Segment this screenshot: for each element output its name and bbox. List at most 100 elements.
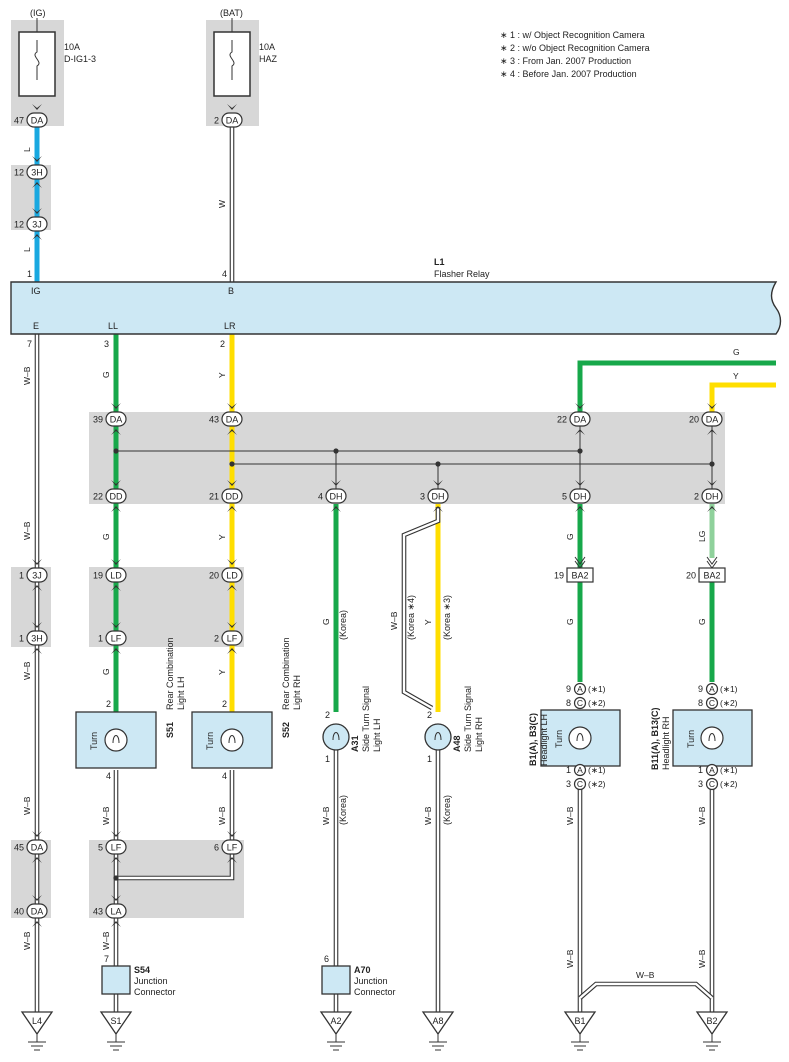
s51-pin-top: 2: [106, 699, 111, 709]
ground-b1: B1: [563, 1011, 597, 1051]
connector-5-dh: DH5: [562, 480, 591, 512]
wire-label-w: W: [217, 200, 227, 208]
wire-label-wb-a48: W–B: [423, 806, 433, 825]
relay-code: L1: [434, 257, 445, 267]
terminal-note: (∗2): [720, 698, 738, 708]
terminal-pin: 8: [566, 698, 571, 708]
wire-label-g-ll-1: G: [101, 371, 111, 378]
s52-code: S52: [281, 722, 291, 738]
a70-junction-connector: 6 A70 Junction Connector: [321, 954, 396, 997]
wire-label-wb-s51-2: W–B: [101, 931, 111, 950]
connector-1-3h: 3H1: [19, 622, 48, 654]
wire-label-g-right: G: [733, 347, 740, 357]
connector-pin: 40: [14, 907, 24, 917]
ground-label: A8: [432, 1016, 443, 1026]
relay-pin-lr: 2: [220, 339, 225, 349]
wire-label-wb-1: W–B: [22, 366, 32, 385]
relay-pin-ig: 1: [27, 269, 32, 279]
connector-pin: 19: [93, 571, 103, 581]
wire-label-wb-hl-lh-1: W–B: [565, 806, 575, 825]
connector-code: DH: [330, 492, 343, 502]
a31-pin-bot: 1: [325, 754, 330, 764]
a48-pin-top: 2: [427, 710, 432, 720]
s52-name-2: Light RH: [292, 675, 302, 710]
ground-label: L4: [32, 1016, 42, 1026]
connector-code: LD: [110, 571, 122, 581]
wire-g-right-in: [577, 360, 776, 412]
s52-pin-top: 2: [222, 699, 227, 709]
relay-name: Flasher Relay: [434, 269, 490, 279]
connector-pin: 12: [14, 220, 24, 230]
relay-pin-e: 7: [27, 339, 32, 349]
connector-19-ld: LD 19: [93, 559, 127, 591]
terminal-pin: 9: [698, 684, 703, 694]
connector-pin: 20: [686, 571, 696, 581]
connector-code: DH: [432, 492, 445, 502]
connector-4-dh: DH 4: [318, 480, 347, 512]
connector-pin: 20: [689, 415, 699, 425]
hl-lh-term-top2: C8(∗2): [566, 696, 606, 710]
ground-label: B2: [706, 1016, 717, 1026]
ground-s1: S1: [99, 1011, 133, 1051]
terminal-pin: 1: [566, 765, 571, 775]
wire-wb-b1-b2: [578, 981, 714, 1000]
terminal-code: A: [709, 765, 715, 775]
ground-b2: B2: [695, 1011, 729, 1051]
connector-code: DA: [31, 907, 44, 917]
connector-pin: 12: [14, 168, 24, 178]
hl-lh-turn-label: Turn: [554, 730, 564, 748]
a48-pin-bot: 1: [427, 754, 432, 764]
ground-l4: L4: [20, 1011, 54, 1051]
wire-label-wb-s52: W–B: [217, 806, 227, 825]
wire-label-g-hl-lh-2: G: [565, 618, 575, 625]
terminal-code: C: [577, 779, 583, 789]
hl-rh-term-bot1: A1(∗1): [698, 763, 738, 777]
connector-code: DA: [226, 415, 239, 425]
terminal-note: (∗1): [720, 765, 738, 775]
connector-code: 3J: [32, 571, 42, 581]
connector-code: LD: [226, 571, 238, 581]
relay-term-ll: LL: [108, 321, 118, 331]
connector-1-3j: 3J 1: [19, 559, 48, 591]
bat-fuse-icon: [229, 40, 235, 80]
connector-code: 3H: [31, 168, 43, 178]
connector-pin: 5: [562, 492, 567, 502]
ground-label: B1: [574, 1016, 585, 1026]
connector-pin: 6: [214, 843, 219, 853]
ig-fuse-name: D-IG1-3: [64, 54, 96, 64]
terminal-code: A: [577, 684, 583, 694]
a31-side-turn-signal-lh: 2 1 A31 Side Turn Signal Light LH: [322, 686, 382, 764]
connector-code: DH: [706, 492, 719, 502]
wire-label-y-right: Y: [733, 371, 739, 381]
connector-pin: 43: [93, 907, 103, 917]
connector-code: LF: [111, 634, 122, 644]
relay-term-lr: LR: [224, 321, 236, 331]
wire-label-y-lr-3: Y: [217, 669, 227, 675]
connector-pin: 4: [318, 492, 323, 502]
a31-code: A31: [350, 735, 360, 752]
connector-pin: 5: [98, 843, 103, 853]
a70-code: A70: [354, 965, 371, 975]
connector-5-lf: LF5: [98, 831, 127, 863]
connector-code: LA: [110, 907, 121, 917]
s54-junction-connector: 7 S54 Junction Connector: [101, 954, 176, 997]
connector-pin: 1: [19, 571, 24, 581]
s52-pin-bot: 4: [222, 771, 227, 781]
connector-pin: 1: [98, 634, 103, 644]
connector-code: DA: [226, 116, 239, 126]
wire-label-l-2: L: [22, 247, 32, 252]
connector-code: DA: [110, 415, 123, 425]
connector-pin: 2: [214, 116, 219, 126]
s54-code: S54: [134, 965, 150, 975]
korea3-label: (Korea ∗3): [442, 595, 452, 640]
hl-lh-term-bot2: C3(∗2): [566, 777, 606, 791]
connector-code: DA: [706, 415, 719, 425]
korea4-label: (Korea ∗4): [406, 595, 416, 640]
ground-a2: A2: [319, 1011, 353, 1051]
junction-block-shade: [89, 412, 725, 504]
hl-lh-code: B1(A), B3(C): [528, 713, 538, 766]
